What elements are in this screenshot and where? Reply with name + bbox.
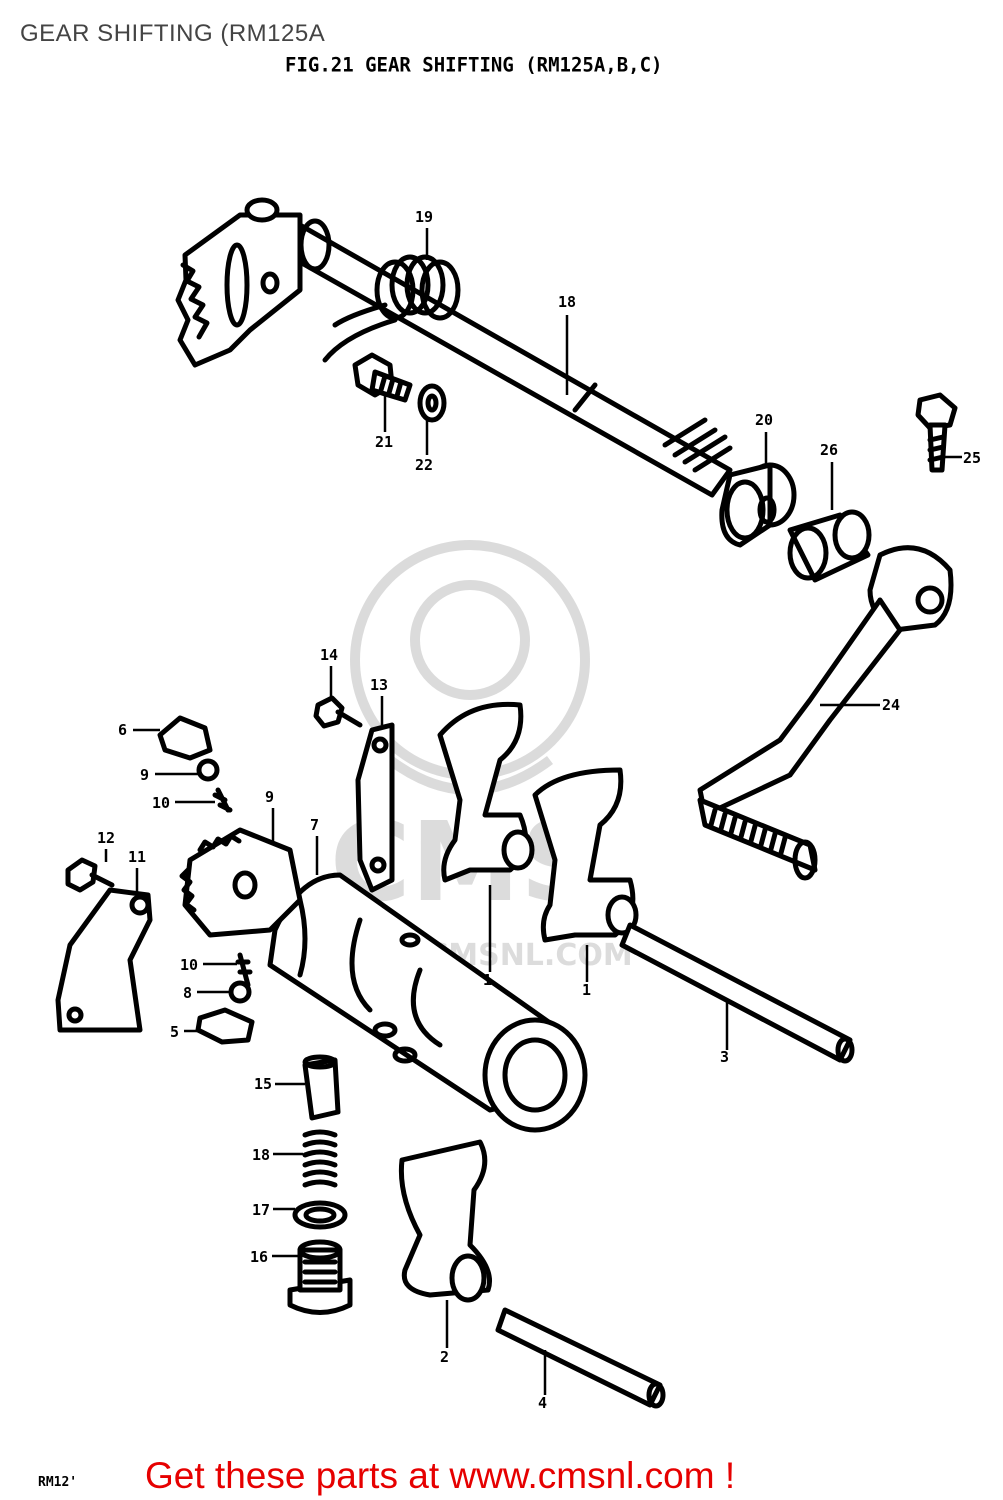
callout-6: 9 bbox=[265, 788, 274, 806]
callout-15: 15 bbox=[254, 1075, 272, 1093]
callout-5: 7 bbox=[310, 816, 319, 834]
callout-1-left: 1 bbox=[483, 971, 492, 989]
shift-shaft-assembly bbox=[175, 197, 958, 881]
callout-8: 6 bbox=[118, 721, 127, 739]
callout-1-right: 1 bbox=[582, 981, 591, 999]
callout-16: 16 bbox=[250, 1248, 268, 1266]
callout-14: 14 bbox=[320, 646, 338, 664]
callout-7: 5 bbox=[170, 1023, 179, 1041]
callout-9-top: 9 bbox=[140, 766, 149, 784]
callout-20: 19 bbox=[415, 208, 433, 226]
corner-label: RM12' bbox=[38, 1475, 78, 1490]
parts-link[interactable]: Get these parts at www.cmsnl.com ! bbox=[145, 1455, 736, 1496]
figure-title: FIG.21 GEAR SHIFTING (RM125A,B,C) bbox=[285, 53, 663, 77]
callout-24: 24 bbox=[882, 696, 900, 714]
callout-22: 21 bbox=[375, 433, 393, 451]
callout-25: 25 bbox=[963, 449, 981, 467]
callout-11: 11 bbox=[128, 848, 146, 866]
page-title: GEAR SHIFTING (RM125A bbox=[20, 20, 326, 47]
callout-3: 3 bbox=[720, 1048, 729, 1066]
callout-23: 22 bbox=[415, 456, 433, 474]
callout-19: 18 bbox=[558, 293, 576, 311]
callout-10-bottom: 10 bbox=[180, 956, 198, 974]
callout-13: 13 bbox=[370, 676, 388, 694]
callout-9-bottom: 8 bbox=[183, 984, 192, 1002]
callout-18: 18 bbox=[252, 1146, 270, 1164]
callout-21: 20 bbox=[755, 411, 773, 429]
callout-4: 4 bbox=[538, 1394, 547, 1412]
callout-2: 2 bbox=[440, 1348, 449, 1366]
callout-26: 26 bbox=[820, 441, 838, 459]
callout-12: 12 bbox=[97, 829, 115, 847]
callouts: 19 18 20 26 25 21 22 24 14 13 6 9 10 9 7… bbox=[97, 208, 981, 1412]
callout-17: 17 bbox=[252, 1201, 270, 1219]
callout-10-top: 10 bbox=[152, 794, 170, 812]
